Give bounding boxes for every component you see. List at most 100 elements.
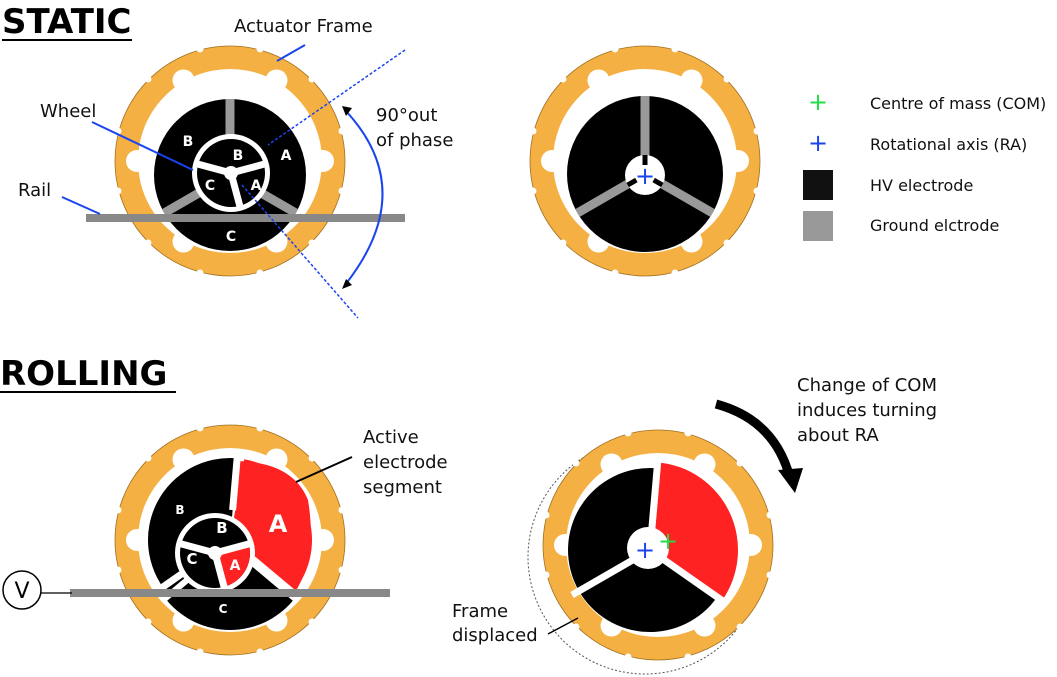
voltage-source-icon: [2, 570, 42, 610]
axle: [224, 166, 238, 180]
frame-bump: [693, 614, 716, 637]
gray-square-icon: [803, 211, 833, 241]
frame-notch: [338, 506, 346, 514]
active-electrode-segment: [650, 462, 739, 601]
frame-bump: [312, 150, 334, 172]
frame-notch: [542, 571, 550, 579]
legend-label: HV electrode: [870, 176, 973, 195]
frame-notch: [256, 45, 264, 53]
spoke: [652, 177, 664, 188]
frame-notch: [611, 45, 619, 53]
rotational-axis-icon: +: [635, 536, 655, 564]
segment-label: C: [205, 178, 215, 194]
spoke: [258, 188, 299, 217]
frame-notch: [308, 454, 316, 462]
frame-notch: [196, 45, 204, 53]
label-active-2: electrode: [363, 452, 448, 473]
frame-notch: [529, 127, 537, 135]
segment-label: C: [219, 602, 228, 616]
label-phase-2: of phase: [376, 130, 453, 151]
frame-bump: [265, 69, 288, 92]
segment-label: B: [233, 148, 244, 164]
pointer-line: [547, 617, 579, 635]
frame-notch: [308, 75, 316, 83]
segment-label: B: [183, 134, 194, 150]
frame-notch: [114, 566, 122, 574]
label-com-1: Change of COM: [797, 375, 937, 396]
frame-bump: [727, 150, 749, 172]
segment-label: B: [216, 519, 227, 537]
frame-notch: [144, 454, 152, 462]
hub: [627, 527, 669, 569]
frame-bump: [693, 453, 716, 476]
arrow-head: [342, 279, 352, 289]
turning-arrow: [714, 399, 795, 480]
overlay-layer: [241, 49, 406, 319]
hub: [625, 155, 665, 195]
frame-notch: [559, 75, 567, 83]
frame-bump: [126, 529, 148, 551]
green-plus-icon: +: [808, 88, 828, 116]
frame-notch: [766, 511, 774, 519]
label-rail: Rail: [18, 180, 51, 201]
heading-rolling: ROLLING: [0, 354, 167, 394]
label-wheel: Wheel: [40, 101, 96, 122]
axle: [208, 546, 222, 560]
phase-line: [241, 184, 359, 319]
frame-notch: [624, 653, 632, 661]
pointer-line: [91, 121, 194, 171]
segment-label: C: [226, 229, 236, 245]
frame-notch: [114, 506, 122, 514]
frame-notch: [144, 75, 152, 83]
pointer-line: [276, 44, 306, 62]
pointer-line: [295, 456, 353, 483]
frame-bump: [312, 529, 334, 551]
phase-line: [267, 49, 406, 146]
frame-notch: [256, 269, 264, 277]
rail: [86, 214, 405, 222]
rail: [70, 589, 390, 597]
label-actuator-frame: Actuator Frame: [234, 16, 373, 37]
label-com-3: about RA: [797, 425, 879, 446]
legend-label: Centre of mass (COM): [870, 94, 1046, 113]
frame-bump: [172, 69, 195, 92]
frame-notch: [338, 127, 346, 135]
label-com-2: induces turning: [797, 400, 937, 421]
voltage-label: V: [14, 579, 29, 604]
frame-notch: [114, 187, 122, 195]
segment-label: C: [186, 550, 197, 568]
frame-notch: [753, 187, 761, 195]
frame-notch: [308, 239, 316, 247]
frame-notch: [736, 623, 744, 631]
frame-notch: [572, 459, 580, 467]
frame-notch: [542, 511, 550, 519]
spoke: [229, 450, 242, 511]
segment-label: A: [251, 178, 262, 194]
frame-notch: [196, 424, 204, 432]
spoke: [570, 554, 639, 599]
frame-notch: [684, 429, 692, 437]
legend-label: Ground elctrode: [870, 216, 999, 235]
frame-notch: [671, 45, 679, 53]
segment-label: A: [230, 558, 241, 574]
rotational-axis-icon: +: [635, 162, 655, 190]
active-electrode-segment: [215, 461, 311, 597]
frame-notch: [196, 269, 204, 277]
frame-notch: [308, 618, 316, 626]
frame-notch: [144, 239, 152, 247]
frame-notch: [736, 459, 744, 467]
frame-notch: [144, 618, 152, 626]
frame-notch: [753, 127, 761, 135]
electrode-segment: [578, 550, 718, 633]
frame-notch: [723, 239, 731, 247]
frame-notch: [572, 623, 580, 631]
frame-notch: [611, 269, 619, 277]
spoke: [161, 188, 202, 217]
black-square-icon: [803, 170, 833, 200]
frame-notch: [529, 187, 537, 195]
frame-bump: [740, 534, 762, 556]
frame-notch: [766, 571, 774, 579]
blue-plus-icon: +: [808, 129, 828, 157]
legend: + Centre of mass (COM) + Rotational axis…: [803, 88, 1046, 241]
label-active-1: Active: [363, 427, 419, 448]
